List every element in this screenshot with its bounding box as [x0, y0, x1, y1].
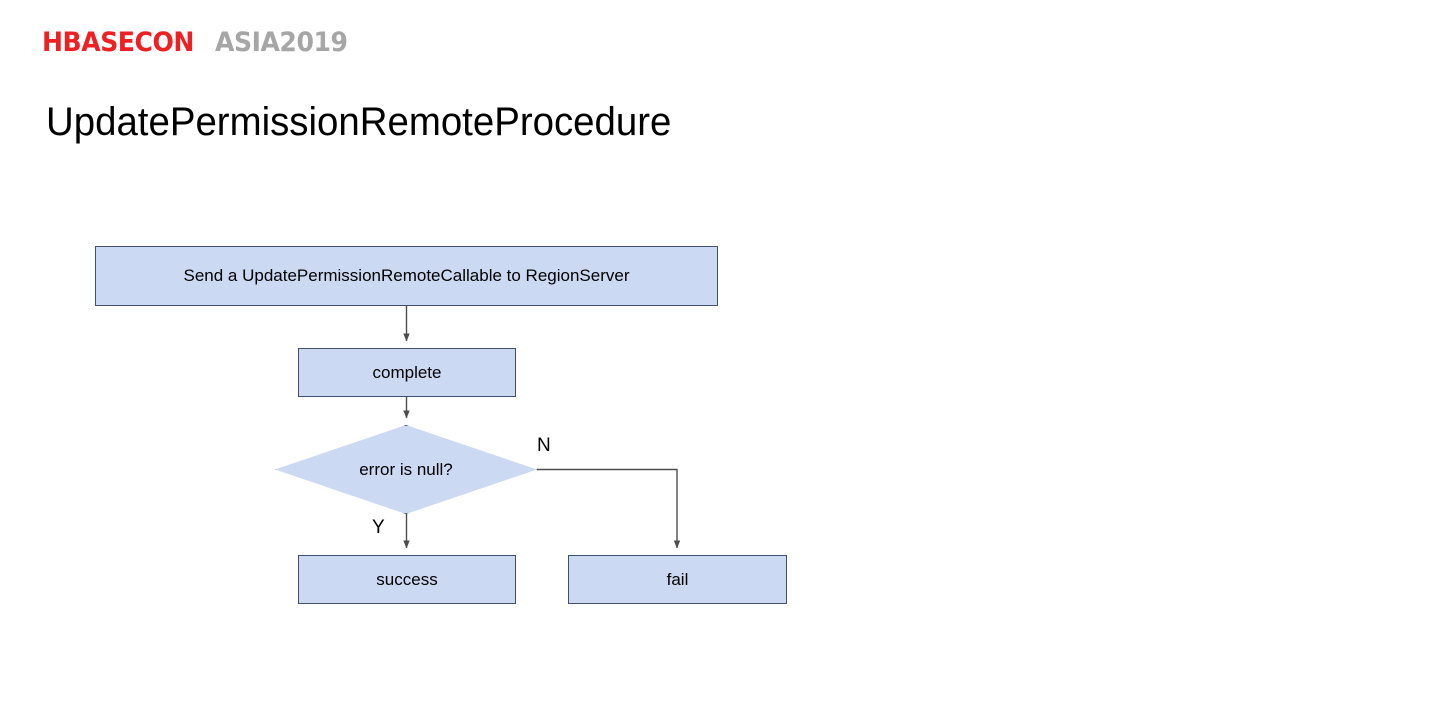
edge-label-no: N — [537, 435, 551, 456]
edge-decision-to-fail — [537, 468, 681, 549]
flow-node-error-is-null-label: error is null? — [359, 459, 453, 479]
flow-node-complete[interactable]: complete — [298, 348, 516, 397]
flow-node-fail[interactable]: fail — [568, 555, 787, 604]
flow-node-success[interactable]: success — [298, 555, 516, 604]
edge-label-yes: Y — [372, 517, 385, 538]
flow-node-send-callable[interactable]: Send a UpdatePermissionRemoteCallable to… — [95, 246, 718, 306]
page-title: UpdatePermissionRemoteProcedure — [46, 100, 672, 144]
brand-primary-text: HBASECON — [42, 27, 194, 58]
brand-secondary-text: ASIA2019 — [215, 27, 348, 58]
brand-logo: HBASECON ASIA2019 — [42, 29, 358, 56]
flow-node-error-is-null[interactable]: error is null? — [275, 425, 537, 514]
